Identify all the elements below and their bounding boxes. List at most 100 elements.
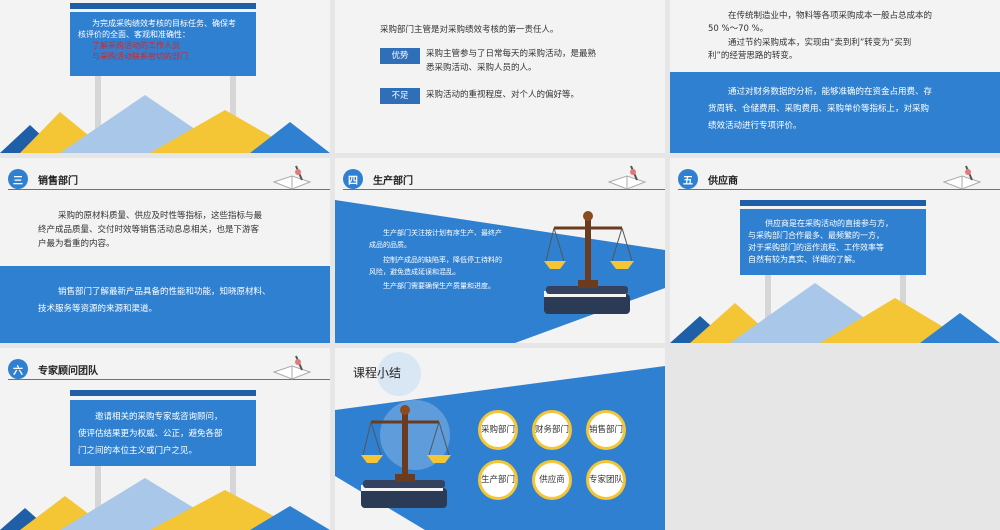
- advantage-line-2: 悉采购活动、采购人员的人。: [426, 63, 537, 73]
- section-title: 销售部门: [38, 175, 78, 187]
- disadvantage-tag: 不足: [380, 88, 420, 104]
- section-header: 四 生产部门: [343, 169, 413, 189]
- card-top-bar: [70, 390, 256, 396]
- topic-label-bottom: 部门: [498, 424, 516, 435]
- line-3: 控制产成品的缺陷率，降低停工待料的: [383, 256, 502, 264]
- slide-4[interactable]: 三 销售部门 采购的原材料质量、供应及时性等指标，这些指标与最 终产成品质量、交…: [0, 158, 330, 343]
- book-pen-icon: [272, 355, 312, 380]
- card-top-bar: [70, 3, 256, 9]
- p1-line-2: 50 %～70 %。: [708, 24, 769, 34]
- line-1: 生产部门关注按计划有序生产、最终产: [383, 229, 502, 237]
- card-box: [70, 12, 256, 76]
- mountains-graphic: [670, 283, 1000, 343]
- p1-line-2: 终产成品质量、交付时效等销售活动息息相关，也是下游客: [38, 225, 260, 235]
- header-line: [678, 189, 1000, 190]
- title-bubble: [377, 352, 421, 396]
- section-title: 供应商: [708, 175, 738, 187]
- topic-label-top: 销售: [589, 424, 607, 435]
- header-line: [8, 379, 330, 380]
- topic-label-top: 财务: [535, 424, 553, 435]
- intro-text: 采购部门主管是对采购绩效考核的第一责任人。: [380, 25, 559, 35]
- card-line-1: 为完成采购绩效考核的目标任务、确保考: [92, 19, 236, 28]
- post-right: [230, 60, 236, 153]
- p2-line-1: 销售部门了解最新产品具备的性能和功能，知晓原材料、: [58, 287, 271, 297]
- header-line: [8, 189, 330, 190]
- section-header: 六 专家顾问团队: [8, 359, 98, 379]
- blue-band: [0, 266, 330, 343]
- section-number: 四: [343, 169, 363, 189]
- line-1: 邀请相关的采购专家或咨询顾问，: [95, 412, 223, 422]
- card-top-bar: [740, 200, 926, 206]
- empty-slot: [670, 348, 1000, 530]
- header-line: [343, 189, 665, 190]
- section-title: 生产部门: [373, 175, 413, 187]
- mountains-graphic: [0, 95, 330, 153]
- topic-label-bottom: 部门: [606, 424, 624, 435]
- line-2: 与采购部门合作最多、最频繁的一方，: [748, 231, 884, 240]
- mountains-graphic: [0, 478, 330, 530]
- slide-8[interactable]: 课程小结 采购部门 财务部门 销售部门 生产部门 供应商 专家团队: [335, 348, 665, 530]
- slide-7[interactable]: 六 专家顾问团队 邀请相关的采购专家或咨询顾问， 使评估结果更为权威、公正，避免…: [0, 348, 330, 530]
- line-3: 门之间的本位主义或门户之见。: [78, 446, 198, 456]
- p2-line-1: 通过节约采购成本，实现由“卖到利”转变为“买到: [728, 38, 912, 48]
- line-4: 风险，避免造成延误和混乱。: [369, 268, 460, 276]
- p1-line-1: 采购的原材料质量、供应及时性等指标，这些指标与最: [58, 211, 263, 221]
- p3-line-1: 通过对财务数据的分析，能够准确的在资金占用费、存: [728, 87, 933, 97]
- book-pen-icon: [607, 165, 647, 190]
- line-2: 使评估结果更为权威、公正，避免各部: [78, 429, 223, 439]
- p1-line-3: 户最为看重的内容。: [38, 239, 115, 249]
- card-box: [740, 209, 926, 275]
- topic-finance-dept[interactable]: 财务部门: [532, 410, 572, 450]
- justice-scale-icon: [544, 211, 634, 314]
- section-header: 三 销售部门: [8, 169, 78, 189]
- line-5: 生产部门需要确保生产质量和进度。: [383, 282, 495, 290]
- p2-line-2: 利”的经营思路的转变。: [708, 51, 798, 61]
- section-number: 五: [678, 169, 698, 189]
- disadvantage-text: 采购活动的重视程度、对个人的偏好等。: [426, 90, 580, 100]
- slide-5[interactable]: 四 生产部门 生产部门关注按计划有序生产、最终产 成品的品质。 控制产成品的缺陷…: [335, 158, 665, 343]
- book-pen-icon: [942, 165, 982, 190]
- slide-3[interactable]: 在传统制造业中，物料等各项采购成本一般占总成本的 50 %～70 %。 通过节约…: [670, 0, 1000, 153]
- blue-band: [670, 72, 1000, 153]
- slide-1[interactable]: 为完成采购绩效考核的目标任务、确保考 核评价的全面、客观和准确性： 了解采购活动…: [0, 0, 330, 153]
- line-2: 成品的品质。: [369, 241, 411, 249]
- topic-expert-team[interactable]: 专家团队: [586, 460, 626, 500]
- book-pen-icon: [272, 165, 312, 190]
- justice-scale-icon: [361, 405, 451, 508]
- line-3: 对于采购部门的运作流程、工作效率等: [748, 243, 884, 252]
- card-line-2: 核评价的全面、客观和准确性：: [78, 30, 190, 39]
- topic-label-bottom: 部门: [498, 474, 516, 485]
- topic-production-dept[interactable]: 生产部门: [478, 460, 518, 500]
- topic-sales-dept[interactable]: 销售部门: [586, 410, 626, 450]
- post-left: [95, 458, 101, 530]
- post-right: [230, 458, 236, 530]
- card-box: [70, 400, 256, 466]
- line-1: 供应商是在采购活动的直接参与方，: [765, 219, 893, 228]
- topic-label-top: 生产: [481, 474, 499, 485]
- topic-label: 供应商: [539, 474, 565, 485]
- topic-label-top: 专家: [589, 474, 607, 485]
- card-red-1: 了解采购活动的工作人员: [92, 41, 180, 50]
- advantage-line-1: 采购主管参与了日常每天的采购活动，是最熟: [426, 49, 597, 59]
- topic-label-bottom: 部门: [552, 424, 570, 435]
- slide-6[interactable]: 五 供应商 供应商是在采购活动的直接参与方， 与采购部门合作最多、最频繁的一方，…: [670, 158, 1000, 343]
- section-header: 五 供应商: [678, 169, 738, 189]
- post-left: [765, 268, 771, 343]
- p3-line-2: 货周转、仓储费用、采购费用、采购单价等指标上，对采购: [708, 104, 930, 114]
- section-number: 六: [8, 359, 28, 379]
- card-red-2: 与采购活动联系密切的部门: [92, 52, 188, 61]
- p2-line-2: 技术服务等资源的来源和渠道。: [38, 304, 158, 314]
- topic-label-bottom: 团队: [606, 474, 624, 485]
- p1-line-1: 在传统制造业中，物料等各项采购成本一般占总成本的: [728, 11, 933, 21]
- advantage-tag: 优势: [380, 48, 420, 64]
- p3-line-3: 绩效活动进行专项评价。: [708, 121, 802, 131]
- section-title: 专家顾问团队: [38, 365, 98, 377]
- topic-purchasing-dept[interactable]: 采购部门: [478, 410, 518, 450]
- summary-title: 课程小结: [353, 366, 402, 380]
- section-number: 三: [8, 169, 28, 189]
- topic-label-top: 采购: [481, 424, 499, 435]
- post-left: [95, 60, 101, 153]
- topic-supplier[interactable]: 供应商: [532, 460, 572, 500]
- slide-2[interactable]: 采购部门主管是对采购绩效考核的第一责任人。 优势 采购主管参与了日常每天的采购活…: [335, 0, 665, 153]
- line-4: 自然有较为真实、详细的了解。: [748, 255, 860, 264]
